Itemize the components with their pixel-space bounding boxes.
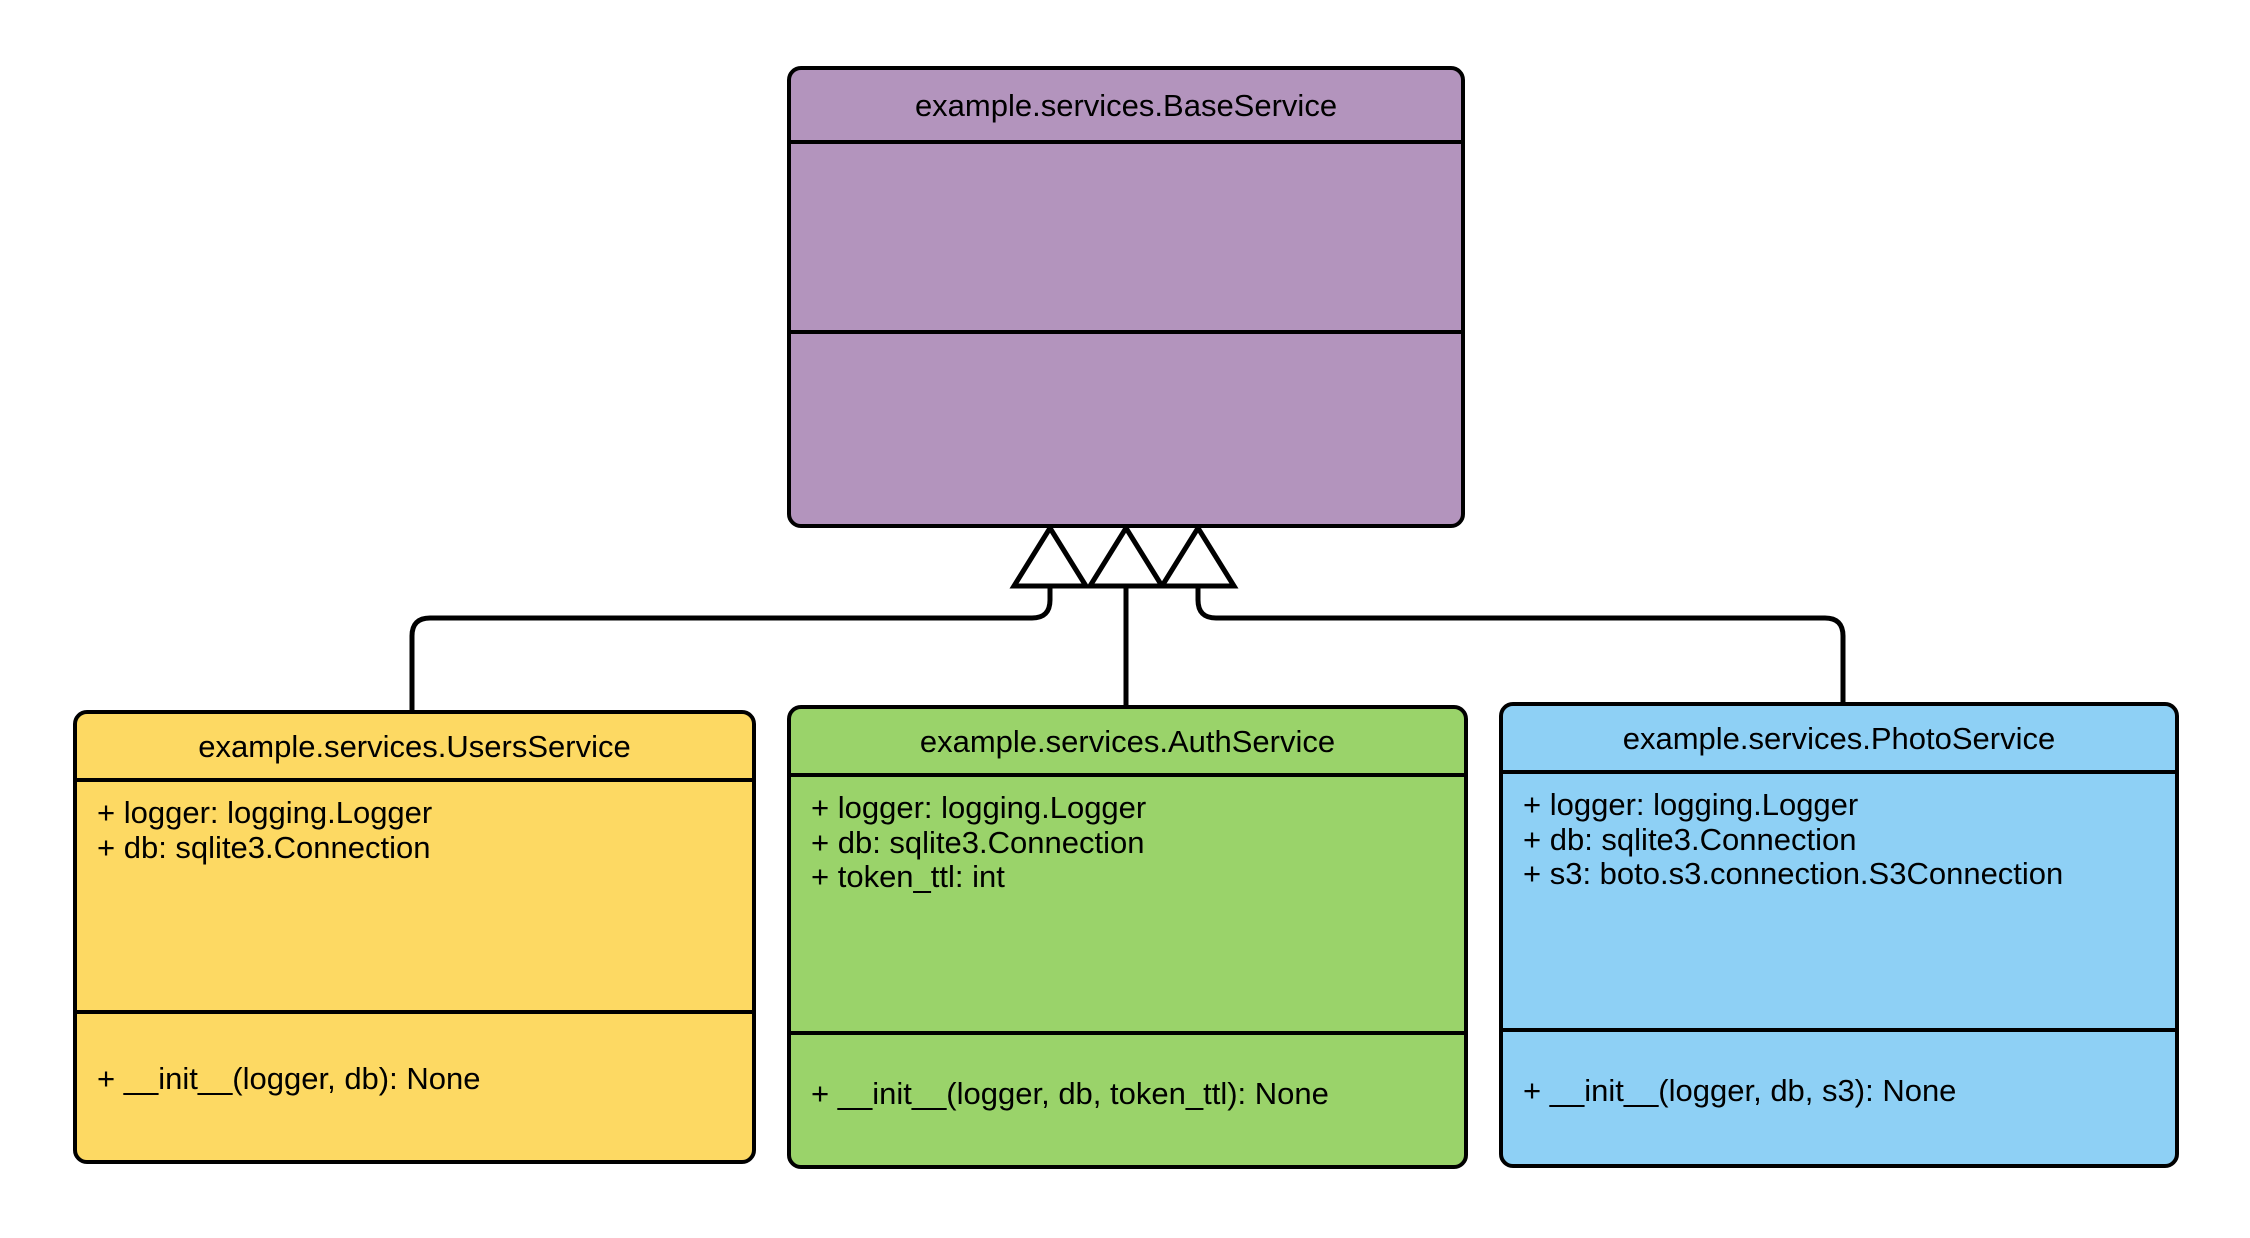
class-attributes-base-service	[791, 144, 1461, 334]
class-box-photo-service[interactable]: example.services.PhotoService + logger: …	[1499, 702, 2179, 1168]
class-attributes-users-service: + logger: logging.Logger + db: sqlite3.C…	[77, 782, 752, 1014]
inheritance-arrowhead-users	[1009, 523, 1091, 589]
method-row: + __init__(logger, db, token_ttl): None	[811, 1076, 1329, 1111]
attribute-row: + token_ttl: int	[811, 859, 1005, 895]
class-box-auth-service[interactable]: example.services.AuthService + logger: l…	[787, 705, 1468, 1169]
class-methods-photo-service: + __init__(logger, db, s3): None	[1503, 1032, 2175, 1164]
attribute-row: + logger: logging.Logger	[811, 790, 1147, 825]
attribute-row: + s3: boto.s3.connection.S3Connection	[1523, 856, 2064, 892]
edge-users-to-base	[409, 585, 1053, 710]
class-name-base-service: example.services.BaseService	[791, 70, 1461, 144]
class-methods-auth-service: + __init__(logger, db, token_ttl): None	[791, 1035, 1464, 1165]
attribute-row: + logger: logging.Logger	[1523, 787, 1859, 822]
edge-photo-to-base	[1195, 585, 1846, 702]
attribute-row: + logger: logging.Logger	[97, 795, 433, 830]
attribute-row: + db: sqlite3.Connection	[1523, 821, 1857, 857]
class-attributes-auth-service: + logger: logging.Logger + db: sqlite3.C…	[791, 777, 1464, 1035]
class-name-users-service: example.services.UsersService	[77, 714, 752, 782]
class-name-photo-service: example.services.PhotoService	[1503, 706, 2175, 774]
class-name-auth-service: example.services.AuthService	[791, 709, 1464, 777]
inheritance-arrowhead-photo	[1157, 523, 1239, 589]
method-row: + __init__(logger, db, s3): None	[1523, 1073, 1957, 1108]
attribute-row: + db: sqlite3.Connection	[811, 824, 1145, 860]
class-methods-base-service	[791, 334, 1461, 524]
inheritance-arrowhead-auth	[1085, 523, 1167, 589]
class-methods-users-service: + __init__(logger, db): None	[77, 1014, 752, 1160]
attribute-row: + db: sqlite3.Connection	[97, 829, 431, 865]
class-box-users-service[interactable]: example.services.UsersService + logger: …	[73, 710, 756, 1164]
method-row: + __init__(logger, db): None	[97, 1061, 481, 1096]
class-attributes-photo-service: + logger: logging.Logger + db: sqlite3.C…	[1503, 774, 2175, 1032]
class-box-base-service[interactable]: example.services.BaseService	[787, 66, 1465, 528]
